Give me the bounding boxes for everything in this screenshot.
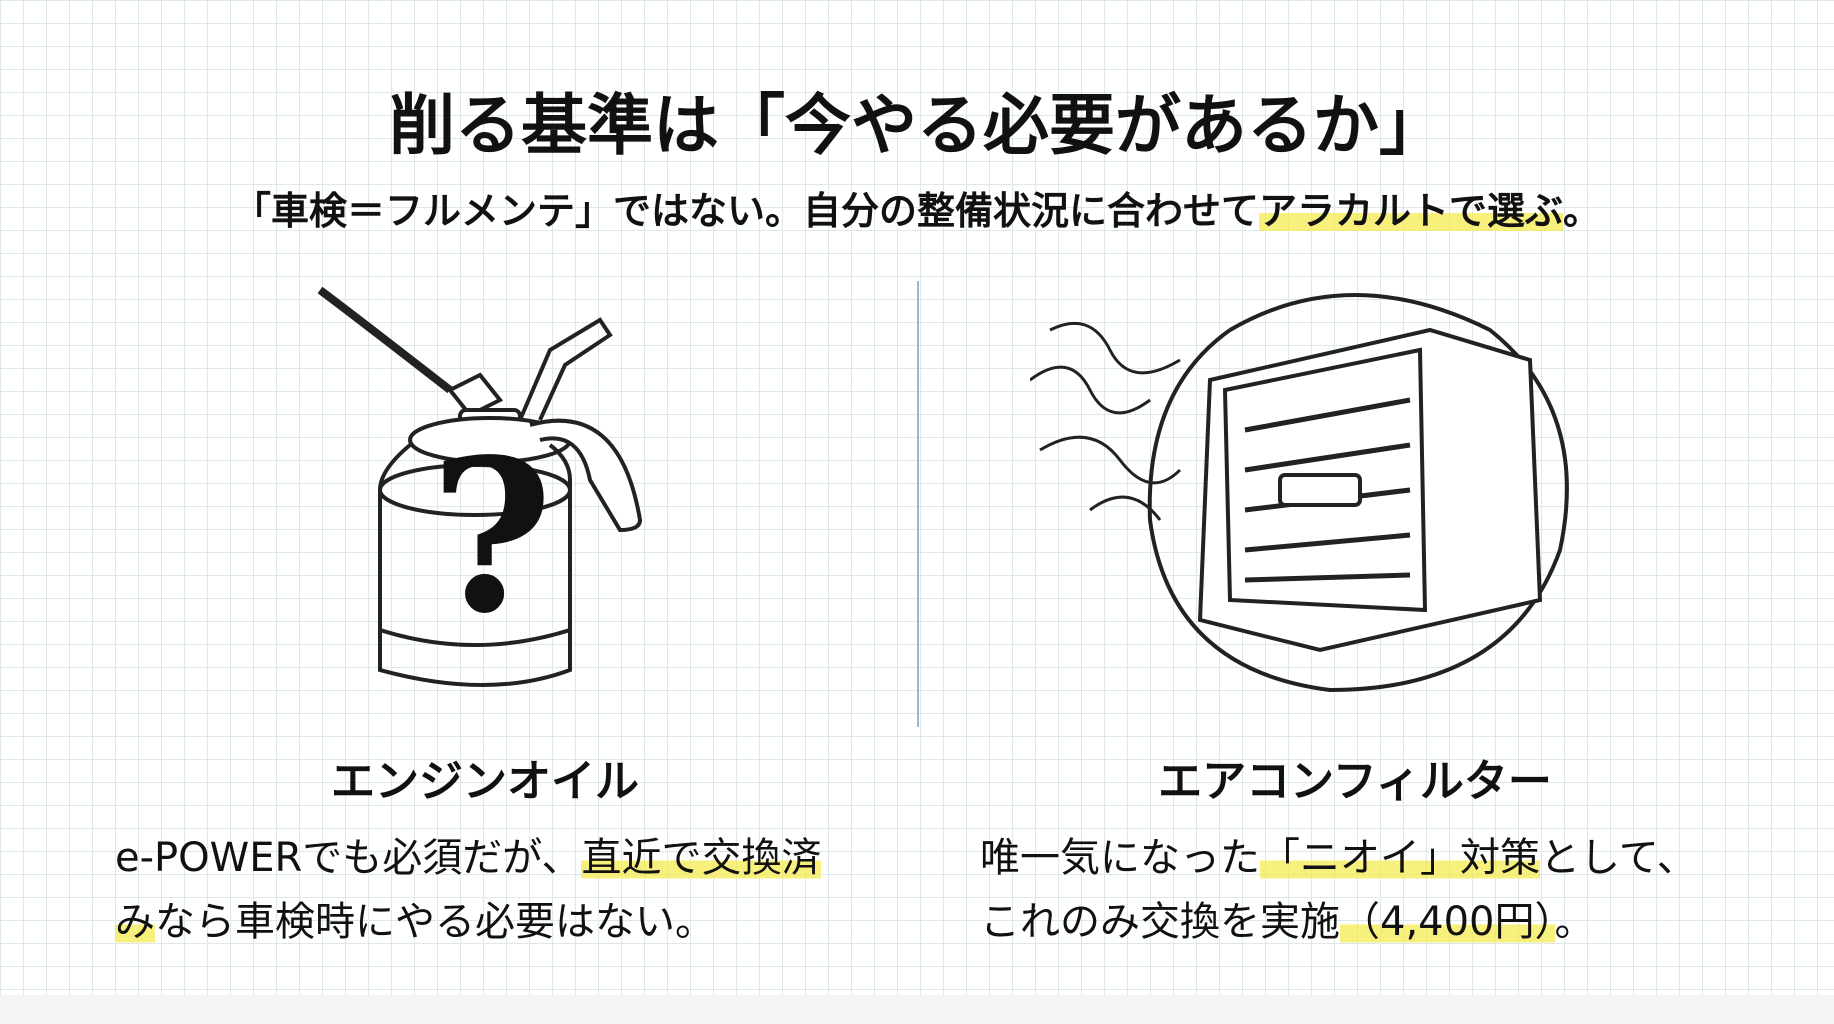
left-heading: エンジンオイル — [331, 756, 639, 807]
left-body-text-2: なら車検時にやる必要はない。 — [155, 899, 715, 945]
column-divider — [917, 281, 919, 727]
subtitle-highlight: アラカルトで選ぶ — [1258, 189, 1563, 233]
left-body-text: e-POWERでも必須だが、 — [115, 835, 582, 881]
right-heading: エアコンフィルター — [1158, 756, 1552, 807]
left-body-highlight: 直近で交換済 — [581, 835, 822, 881]
right-body-text-2: として、 — [1540, 835, 1697, 881]
right-body: 唯一気になった「ニオイ」対策として、これのみ交換を実施（4,400円）。 — [980, 826, 1697, 954]
subtitle-end: 。 — [1563, 189, 1602, 233]
air-vent-filter-icon — [1030, 293, 1569, 693]
right-body-price-highlight: （4,400円） — [1340, 899, 1555, 945]
right-body-text: 唯一気になった — [980, 835, 1260, 881]
page-title: 削る基準は「今やる必要があるか」 — [389, 87, 1445, 164]
left-body: e-POWERでも必須だが、直近で交換済みなら車検時にやる必要はない。 — [115, 826, 822, 954]
subtitle-text: 「車検＝フルメンテ」ではない。自分の整備状況に合わせて — [232, 189, 1259, 233]
footer-bar — [0, 995, 1834, 1024]
right-body-highlight: 「ニオイ」対策 — [1260, 835, 1540, 881]
oil-can-question-icon: ? — [317, 286, 643, 687]
left-body-highlight-2: み — [115, 899, 155, 945]
svg-text:?: ? — [430, 413, 553, 660]
right-body-end: 。 — [1554, 899, 1595, 945]
subtitle: 「車検＝フルメンテ」ではない。自分の整備状況に合わせてアラカルトで選ぶ。 — [0, 180, 1834, 235]
right-body-text-3: これのみ交換を実施 — [980, 899, 1340, 945]
